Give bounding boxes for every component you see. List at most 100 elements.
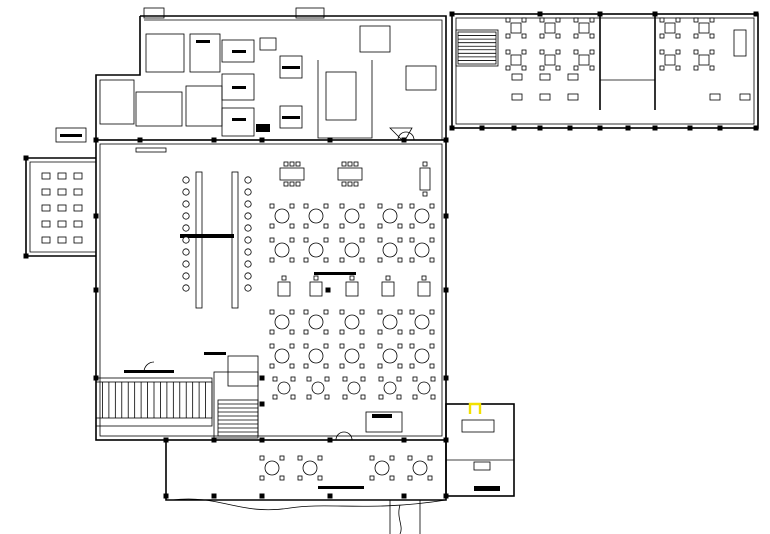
column bbox=[137, 137, 143, 143]
stool bbox=[244, 200, 252, 208]
column bbox=[259, 401, 265, 407]
column bbox=[327, 137, 333, 143]
column bbox=[479, 125, 485, 131]
column bbox=[537, 11, 543, 17]
stool bbox=[182, 212, 190, 220]
round-table bbox=[269, 343, 295, 369]
column bbox=[259, 493, 265, 499]
round-table bbox=[412, 376, 436, 400]
column bbox=[443, 437, 449, 443]
wing-table bbox=[505, 49, 527, 71]
stool bbox=[182, 176, 190, 184]
column bbox=[401, 437, 407, 443]
column bbox=[93, 213, 99, 219]
seat bbox=[539, 93, 551, 101]
stool bbox=[244, 272, 252, 280]
square-table bbox=[345, 275, 359, 297]
round-table bbox=[409, 237, 435, 263]
wing-table bbox=[573, 17, 595, 39]
column bbox=[597, 11, 603, 17]
column bbox=[753, 11, 759, 17]
outer-walls bbox=[25, 7, 759, 534]
seat bbox=[73, 188, 83, 196]
column bbox=[259, 137, 265, 143]
seat bbox=[539, 73, 551, 81]
seat bbox=[73, 172, 83, 180]
wing-dining-tables bbox=[505, 17, 751, 101]
column bbox=[401, 493, 407, 499]
stool bbox=[182, 284, 190, 292]
wing-table bbox=[659, 17, 681, 39]
column bbox=[443, 213, 449, 219]
fixtures bbox=[124, 131, 500, 491]
seat bbox=[511, 73, 523, 81]
seat bbox=[41, 172, 51, 180]
column bbox=[327, 493, 333, 499]
seat bbox=[73, 204, 83, 212]
column bbox=[163, 493, 169, 499]
round-table bbox=[272, 376, 296, 400]
stool bbox=[244, 236, 252, 244]
stool bbox=[182, 200, 190, 208]
column bbox=[23, 253, 29, 259]
seat bbox=[567, 73, 579, 81]
square-table bbox=[417, 275, 431, 297]
wing-table bbox=[659, 49, 681, 71]
stool bbox=[244, 176, 252, 184]
column bbox=[443, 375, 449, 381]
column bbox=[652, 11, 658, 17]
buffet-stools bbox=[182, 176, 252, 292]
column bbox=[325, 287, 331, 293]
service-rooms bbox=[55, 25, 437, 143]
round-table bbox=[339, 343, 365, 369]
rect-table bbox=[419, 161, 431, 197]
seat bbox=[41, 204, 51, 212]
round-table bbox=[303, 309, 329, 335]
seat bbox=[57, 172, 67, 180]
column bbox=[259, 437, 265, 443]
seat bbox=[73, 236, 83, 244]
seat bbox=[57, 220, 67, 228]
seat bbox=[41, 188, 51, 196]
round-table bbox=[377, 237, 403, 263]
stool bbox=[182, 272, 190, 280]
round-table bbox=[303, 237, 329, 263]
square-table bbox=[381, 275, 395, 297]
rect-table bbox=[279, 161, 305, 187]
seat bbox=[57, 188, 67, 196]
stool bbox=[244, 284, 252, 292]
column bbox=[93, 287, 99, 293]
column bbox=[211, 137, 217, 143]
stool bbox=[182, 236, 190, 244]
column bbox=[443, 493, 449, 499]
seat bbox=[739, 93, 751, 101]
stool bbox=[182, 260, 190, 268]
seat bbox=[41, 220, 51, 228]
structural-columns bbox=[23, 11, 759, 499]
column bbox=[443, 137, 449, 143]
long-table bbox=[733, 29, 747, 57]
column bbox=[443, 287, 449, 293]
round-table bbox=[369, 455, 395, 481]
column bbox=[753, 125, 759, 131]
wing-table bbox=[693, 49, 715, 71]
round-table bbox=[339, 237, 365, 263]
round-table bbox=[269, 203, 295, 229]
rect-table bbox=[337, 161, 363, 187]
wing-table bbox=[693, 17, 715, 39]
wing-table bbox=[505, 17, 527, 39]
round-table bbox=[339, 309, 365, 335]
column bbox=[597, 125, 603, 131]
stool bbox=[244, 260, 252, 268]
stool bbox=[244, 212, 252, 220]
wing-table bbox=[539, 17, 561, 39]
round-table bbox=[342, 376, 366, 400]
column bbox=[625, 125, 631, 131]
column bbox=[23, 155, 29, 161]
seat bbox=[41, 236, 51, 244]
round-table bbox=[378, 376, 402, 400]
column bbox=[211, 437, 217, 443]
seat bbox=[73, 220, 83, 228]
column bbox=[163, 437, 169, 443]
